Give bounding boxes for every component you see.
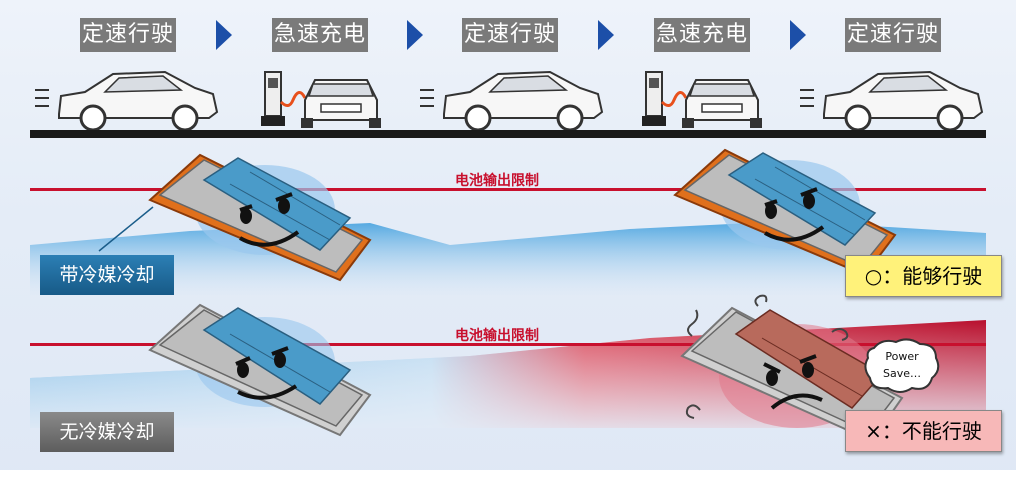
battery-happy-icon [673,148,897,277]
arrow-right-icon [790,20,806,50]
result-cooled: ○：能够行驶 [845,255,1002,297]
arrow-right-icon [598,20,614,50]
limit-line-2 [30,343,986,346]
battery-happy-icon [148,153,372,282]
bottom-white-band [0,470,1016,487]
phase-label-1: 定速行驶 [80,18,176,52]
road [30,130,986,138]
limit-label-1: 电池输出限制 [455,173,539,189]
bubble-line-2: Save… [882,367,921,380]
tag-uncooled: 无冷媒冷却 [40,412,174,452]
arrow-right-icon [216,20,232,50]
bubble-line-1: Power [885,350,919,363]
speech-bubble-icon [864,338,940,393]
battery-overheated-icon [680,294,904,443]
pointer-line [98,206,154,252]
phase-label-2: 急速充电 [272,18,368,52]
limit-line-1 [30,188,986,191]
result-uncooled: ×：不能行驶 [845,410,1002,452]
charger-icon [261,71,381,128]
limit-label-2: 电池输出限制 [455,328,539,344]
phase-label-5: 定速行驶 [845,18,941,52]
battery-neutral-icon [148,303,372,437]
phase-label-4: 急速充电 [654,18,750,52]
car-icon [800,70,984,132]
car-icon [35,70,219,132]
charger-icon [642,71,762,128]
car-icon [420,70,604,132]
tag-cooled: 带冷媒冷却 [40,255,174,295]
arrow-right-icon [407,20,423,50]
phase-label-3: 定速行驶 [462,18,558,52]
